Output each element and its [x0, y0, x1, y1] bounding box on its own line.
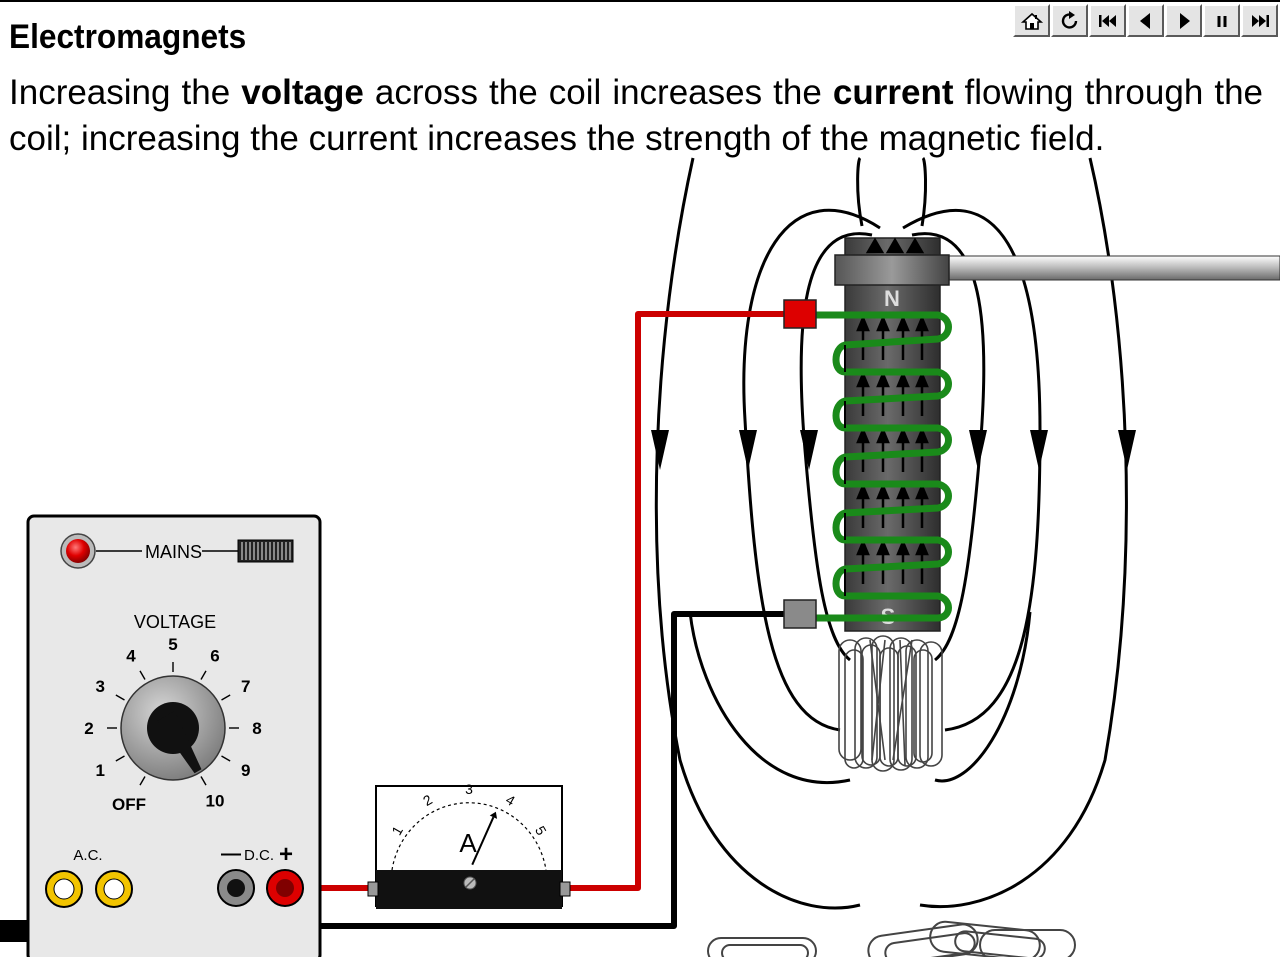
dial-tick	[221, 694, 231, 701]
support-rod	[939, 255, 1280, 281]
description-part3: flowing through the coil; increasing the…	[9, 73, 1263, 158]
dial-label: 3	[96, 677, 105, 696]
pause-icon	[1217, 15, 1226, 27]
dial-label: 8	[252, 719, 261, 738]
paper-clips-attached	[838, 635, 943, 772]
dial-label: 7	[241, 677, 250, 696]
ammeter-needle	[471, 816, 495, 866]
first-button[interactable]	[1089, 4, 1126, 37]
description-text: Increasing the voltage across the coil i…	[9, 70, 1263, 162]
dial-label: 1	[96, 761, 105, 780]
last-button[interactable]	[1241, 4, 1278, 37]
dial-tick	[221, 755, 231, 762]
dial-label: 6	[210, 646, 219, 665]
replay-button[interactable]	[1051, 4, 1088, 37]
ammeter-scale-label: 3	[465, 781, 473, 797]
description-bold-current: current	[832, 73, 954, 112]
ac-terminal-1[interactable]	[45, 870, 83, 908]
ac-label: A.C.	[73, 847, 102, 864]
north-pole-label: N	[884, 286, 900, 311]
paper-clips-loose	[707, 920, 1076, 957]
ammeter-scale-arc	[391, 802, 547, 871]
voltage-dial-labels: OFF 1 2 3 4 5 6 7 8 9 10	[84, 635, 261, 814]
magnetic-field-lines	[654, 156, 1128, 910]
page-title: Electromagnets	[9, 18, 247, 56]
skip-forward-icon	[1251, 14, 1269, 27]
voltage-label: VOLTAGE	[134, 612, 216, 632]
dc-label: D.C.	[244, 847, 274, 864]
description-part2: across the coil increases the	[363, 73, 833, 112]
dial-label: 5	[168, 635, 177, 654]
dial-label: 2	[84, 719, 93, 738]
top-border	[0, 0, 1280, 2]
dc-minus-sign: —	[221, 843, 241, 865]
step-forward-icon	[1179, 12, 1190, 29]
field-direction-arrows	[651, 430, 1136, 470]
dial-pointer	[157, 710, 202, 774]
dial-label: OFF	[112, 795, 146, 814]
ammeter-unit-label: A	[459, 828, 477, 858]
dial-tick	[139, 670, 146, 680]
dial-tick	[200, 776, 207, 786]
dial-tick	[200, 670, 207, 680]
skip-back-icon	[1098, 14, 1116, 27]
replay-icon	[1061, 10, 1077, 29]
core-field-arrows	[856, 237, 929, 586]
home-icon	[1020, 12, 1043, 30]
dc-plus-sign: +	[279, 841, 293, 868]
ac-terminal-2[interactable]	[95, 870, 133, 908]
mains-label: MAINS	[145, 542, 202, 562]
dial-label: 4	[126, 646, 136, 665]
dc-positive-terminal[interactable]	[266, 869, 304, 907]
power-supply: MAINS VOLTAGE OFF 1 2 3 4 5 6 7 8 9 10 A.C. — D.C.…	[0, 514, 322, 957]
description-part1: Increasing the	[9, 73, 242, 112]
previous-button[interactable]	[1127, 4, 1164, 37]
core-clamp	[834, 254, 950, 286]
next-button[interactable]	[1165, 4, 1202, 37]
navigation-toolbar	[1013, 4, 1278, 37]
coil-windings	[811, 311, 952, 622]
coil-terminal-positive	[783, 299, 817, 329]
dial-label: 9	[241, 761, 250, 780]
dial-tick	[115, 694, 125, 701]
mains-switch[interactable]	[237, 539, 294, 563]
coil-terminal-negative	[783, 599, 817, 629]
description-bold-voltage: voltage	[241, 73, 364, 112]
dial-label: 10	[206, 792, 225, 811]
ammeter-needle-tip	[489, 811, 498, 819]
dial-tick	[139, 776, 146, 786]
dial-tick	[115, 755, 125, 762]
voltage-dial-ticks	[107, 662, 239, 786]
step-back-icon	[1139, 12, 1150, 29]
home-button[interactable]	[1013, 4, 1050, 37]
voltage-dial-knob[interactable]	[120, 675, 226, 781]
pause-button[interactable]	[1203, 4, 1240, 37]
dc-negative-terminal[interactable]	[217, 869, 255, 907]
